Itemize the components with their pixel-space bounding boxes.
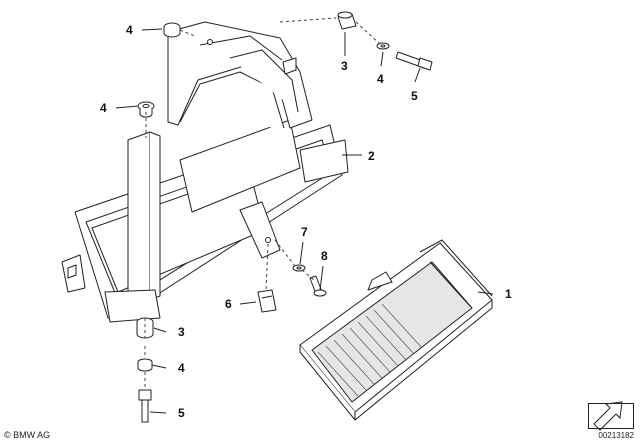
- callout-1: 1: [505, 287, 512, 301]
- washer-bottom: [137, 358, 153, 372]
- callout-4-bottom: 4: [178, 361, 185, 375]
- copyright-text: © BMW AG: [4, 430, 51, 440]
- callout-5-top: 5: [411, 89, 418, 103]
- callout-4-left: 4: [100, 101, 107, 115]
- air-filter-element: [299, 239, 493, 421]
- arrow-tag-icon: [593, 401, 623, 431]
- washer-top: [376, 42, 390, 50]
- doc-tag-box: [588, 403, 634, 429]
- callout-4-top-left: 4: [126, 23, 133, 37]
- bolt-bottom: [138, 389, 152, 423]
- callout-3-bottom: 3: [178, 325, 185, 339]
- screw-small: [309, 275, 327, 297]
- callout-8: 8: [321, 249, 328, 263]
- callout-2: 2: [368, 149, 375, 163]
- callout-labels: 4 3 4 5 4 2 1 3 4 5 6 7 8: [100, 23, 512, 420]
- callout-6: 6: [225, 297, 232, 311]
- washer-small: [292, 264, 306, 272]
- document-id: 00213182: [598, 431, 634, 440]
- callout-3-top: 3: [341, 59, 348, 73]
- bolt-top: [395, 51, 433, 71]
- clip-nut: [257, 289, 277, 313]
- bracket-frame: [61, 21, 349, 323]
- callout-4-top: 4: [377, 72, 384, 86]
- rubber-mount-top: [337, 11, 357, 30]
- assembly-guides: [144, 17, 381, 388]
- callout-7: 7: [301, 225, 308, 239]
- leader-lines: [115, 28, 494, 414]
- grommet-top-left: [163, 22, 181, 38]
- callout-5-bottom: 5: [178, 406, 185, 420]
